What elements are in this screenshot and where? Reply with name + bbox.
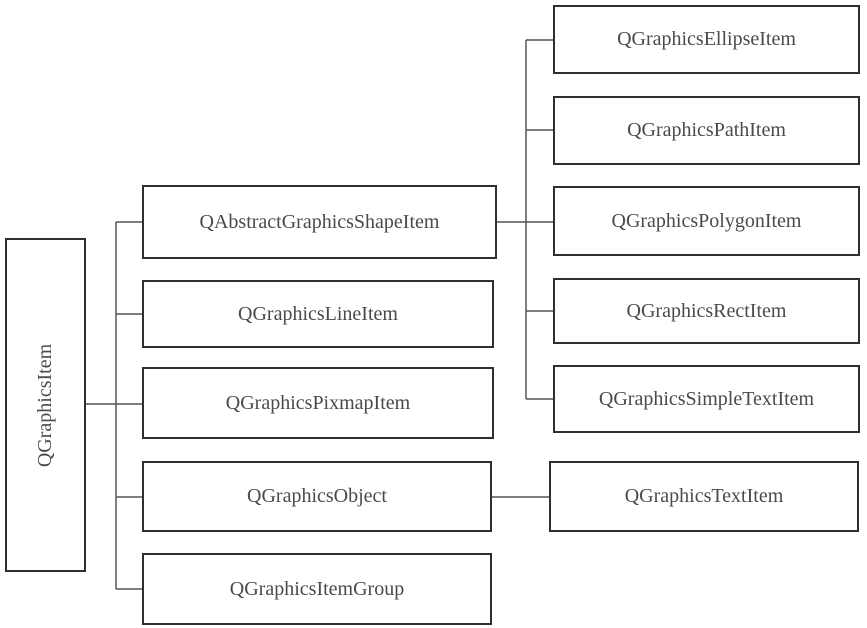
node-label: QGraphicsTextItem	[624, 485, 784, 507]
node-line-item: QGraphicsLineItem	[142, 280, 494, 348]
node-pixmap-item: QGraphicsPixmapItem	[142, 367, 494, 439]
node-label: QGraphicsLineItem	[238, 302, 398, 325]
node-label: QGraphicsObject	[247, 485, 387, 507]
node-graphics-object: QGraphicsObject	[142, 461, 492, 532]
node-label: QGraphicsRectItem	[626, 299, 787, 322]
node-ellipse-item: QGraphicsEllipseItem	[553, 5, 860, 74]
node-label: QAbstractGraphicsShapeItem	[199, 210, 440, 233]
node-label: QGraphicsEllipseItem	[617, 28, 796, 50]
node-rect-item: QGraphicsRectItem	[553, 278, 860, 344]
node-label: QGraphicsPathItem	[627, 119, 786, 141]
root-node-qgraphicsitem: QGraphicsItem	[5, 238, 86, 572]
node-text-item: QGraphicsTextItem	[549, 461, 859, 532]
node-abstract-shape-item: QAbstractGraphicsShapeItem	[142, 185, 497, 259]
node-polygon-item: QGraphicsPolygonItem	[553, 186, 860, 256]
node-label: QGraphicsSimpleTextItem	[598, 387, 815, 410]
node-label: QGraphicsItemGroup	[229, 577, 405, 600]
node-label: QGraphicsPolygonItem	[611, 209, 802, 232]
node-item-group: QGraphicsItemGroup	[142, 553, 492, 625]
root-node-label: QGraphicsItem	[34, 343, 57, 467]
node-path-item: QGraphicsPathItem	[553, 96, 860, 165]
node-simple-text-item: QGraphicsSimpleTextItem	[553, 365, 860, 433]
node-label: QGraphicsPixmapItem	[225, 391, 411, 414]
